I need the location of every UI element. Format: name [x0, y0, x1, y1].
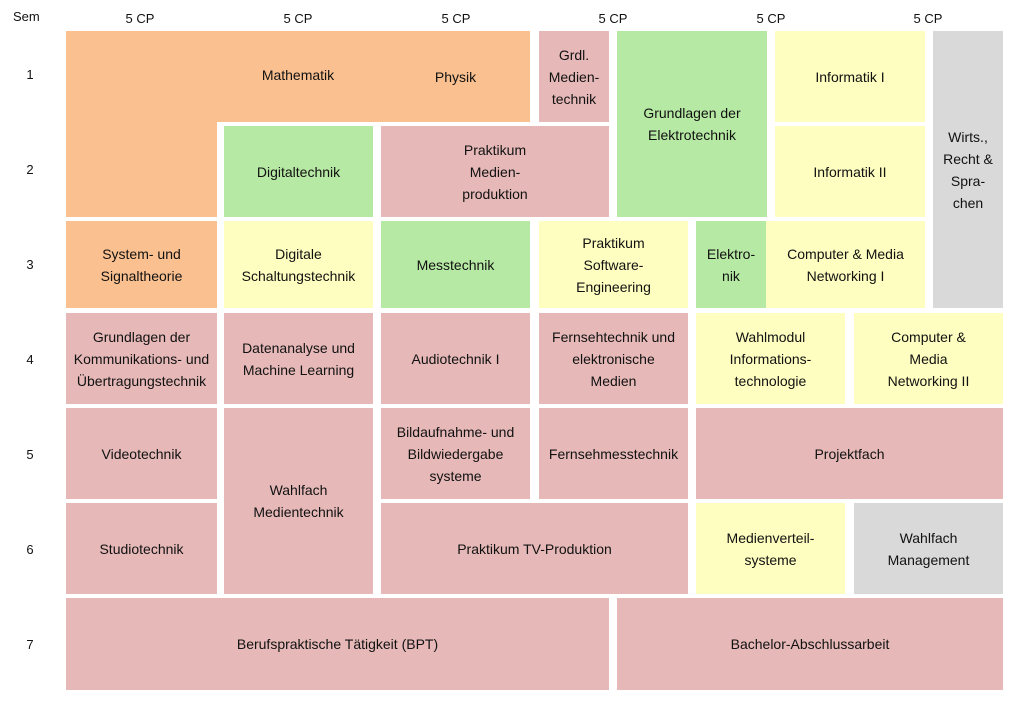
module-wahlmodul-informationstechnologie: Wahlmodul Informations- technologie — [696, 313, 845, 404]
semester-number: 7 — [26, 637, 34, 652]
module-label: Berufspraktische Tätigkeit (BPT) — [236, 636, 439, 652]
module-grundlagen-kommunikationstechnik: Grundlagen der Kommunikations- und Übert… — [66, 313, 217, 404]
module-label: Projektfach — [814, 445, 885, 462]
module-fernsehmesstechnik: Fernsehmesstechnik — [539, 408, 688, 499]
module-label: Grundlagen der Elektrotechnik — [643, 105, 741, 143]
module-label: Grundlagen der Kommunikations- und Übert… — [73, 328, 210, 389]
module-label: Studiotechnik — [99, 540, 184, 557]
module-label: Praktikum Software- Engineering — [576, 234, 651, 295]
module-label: Wahlfach Medientechnik — [253, 482, 344, 520]
module-audiotechnik: Audiotechnik I — [381, 313, 530, 404]
module-label: Audiotechnik I — [411, 350, 500, 367]
module-digitaltechnik: Digitaltechnik — [224, 126, 373, 217]
module-label: Wahlmodul Informations- technologie — [729, 328, 812, 389]
semester-number: 1 — [26, 67, 34, 82]
module-label: Datenanalyse und Machine Learning — [242, 339, 355, 378]
module-digitale-schaltungstechnik: Digitale Schaltungstechnik — [224, 221, 373, 308]
module-messtechnik: Messtechnik — [381, 221, 530, 308]
module-wahlfach-medientechnik: Wahlfach Medientechnik — [224, 408, 373, 594]
module-physik: Physik — [381, 31, 530, 122]
module-label: Computer & Media Networking II — [887, 328, 970, 389]
module-mathematik-extension — [66, 120, 217, 217]
module-label: Mathematik — [261, 67, 335, 83]
module-label: Digitaltechnik — [256, 163, 341, 180]
module-videotechnik: Videotechnik — [66, 408, 217, 499]
module-bildaufnahme-bildwiedergabe: Bildaufnahme- und Bildwiedergabe systeme — [381, 408, 530, 499]
module-label: Wahlfach Management — [887, 529, 970, 568]
module-label: Medienverteil- systeme — [726, 529, 815, 568]
module-medienverteilsysteme: Medienverteil- systeme — [696, 503, 845, 594]
module-informatik-1: Informatik I — [775, 31, 925, 122]
module-projektfach: Projektfach — [696, 408, 1003, 499]
module-berufspraktische-taetigkeit: Berufspraktische Tätigkeit (BPT) — [66, 598, 609, 690]
semester-number: 6 — [26, 542, 34, 557]
module-praktikum-software-engineering: Praktikum Software- Engineering — [539, 221, 688, 308]
module-label: Grdl. Medien- technik — [548, 46, 600, 107]
module-bachelor-abschlussarbeit: Bachelor-Abschlussarbeit — [617, 598, 1003, 690]
credit-points-label: 5 CP — [598, 11, 628, 26]
module-fernsehtechnik: Fernsehtechnik und elektronische Medien — [539, 313, 688, 404]
module-datenanalyse-ml: Datenanalyse und Machine Learning — [224, 313, 373, 404]
module-label: Videotechnik — [101, 445, 182, 462]
module-label: Informatik II — [813, 163, 887, 180]
semester-number: 5 — [26, 447, 34, 462]
module-label: Praktikum TV-Produktion — [457, 540, 612, 557]
credit-points-label: 5 CP — [913, 11, 943, 26]
module-praktikum-medienproduktion: Praktikum Medien- produktion — [381, 126, 609, 217]
module-label: Informatik I — [815, 68, 885, 85]
module-label: Wirts., Recht & Spra- chen — [943, 128, 993, 211]
module-label: System- und Signaltheorie — [100, 245, 183, 284]
module-system-signaltheorie: System- und Signaltheorie — [66, 221, 217, 308]
module-label: Computer & Media Networking I — [787, 245, 904, 284]
module-label: Physik — [434, 68, 477, 85]
module-label: Elektro- nik — [706, 245, 756, 284]
module-studiotechnik: Studiotechnik — [66, 503, 217, 594]
module-computer-media-networking-1: Computer & Media Networking I — [766, 221, 925, 308]
credit-points-label: 5 CP — [441, 11, 471, 26]
module-label: Bildaufnahme- und Bildwiedergabe systeme — [396, 423, 515, 484]
module-label: Praktikum Medien- produktion — [462, 141, 528, 202]
module-elektronik: Elektro- nik — [696, 221, 766, 308]
module-label: Fernsehmesstechnik — [548, 445, 679, 462]
semester-header: Sem — [13, 9, 40, 24]
semester-number: 3 — [26, 257, 34, 272]
module-wirts-recht-sprachen: Wirts., Recht & Spra- chen — [933, 31, 1003, 308]
credit-points-label: 5 CP — [756, 11, 786, 26]
semester-number: 2 — [26, 162, 34, 177]
module-wahlfach-management: Wahlfach Management — [854, 503, 1003, 594]
module-computer-media-networking-2: Computer & Media Networking II — [854, 313, 1003, 404]
module-label: Digitale Schaltungstechnik — [241, 245, 356, 284]
credit-points-label: 5 CP — [283, 11, 313, 26]
module-grundlagen-elektrotechnik: Grundlagen der Elektrotechnik — [617, 31, 767, 217]
module-praktikum-tv-produktion: Praktikum TV-Produktion — [381, 503, 688, 594]
module-label: Fernsehtechnik und elektronische Medien — [552, 328, 675, 389]
module-label: Messtechnik — [416, 256, 495, 273]
module-grdl-medientechnik: Grdl. Medien- technik — [539, 31, 609, 122]
module-label: Bachelor-Abschlussarbeit — [730, 636, 890, 652]
credit-points-label: 5 CP — [125, 11, 155, 26]
semester-number: 4 — [26, 352, 34, 367]
module-informatik-2: Informatik II — [775, 126, 925, 217]
